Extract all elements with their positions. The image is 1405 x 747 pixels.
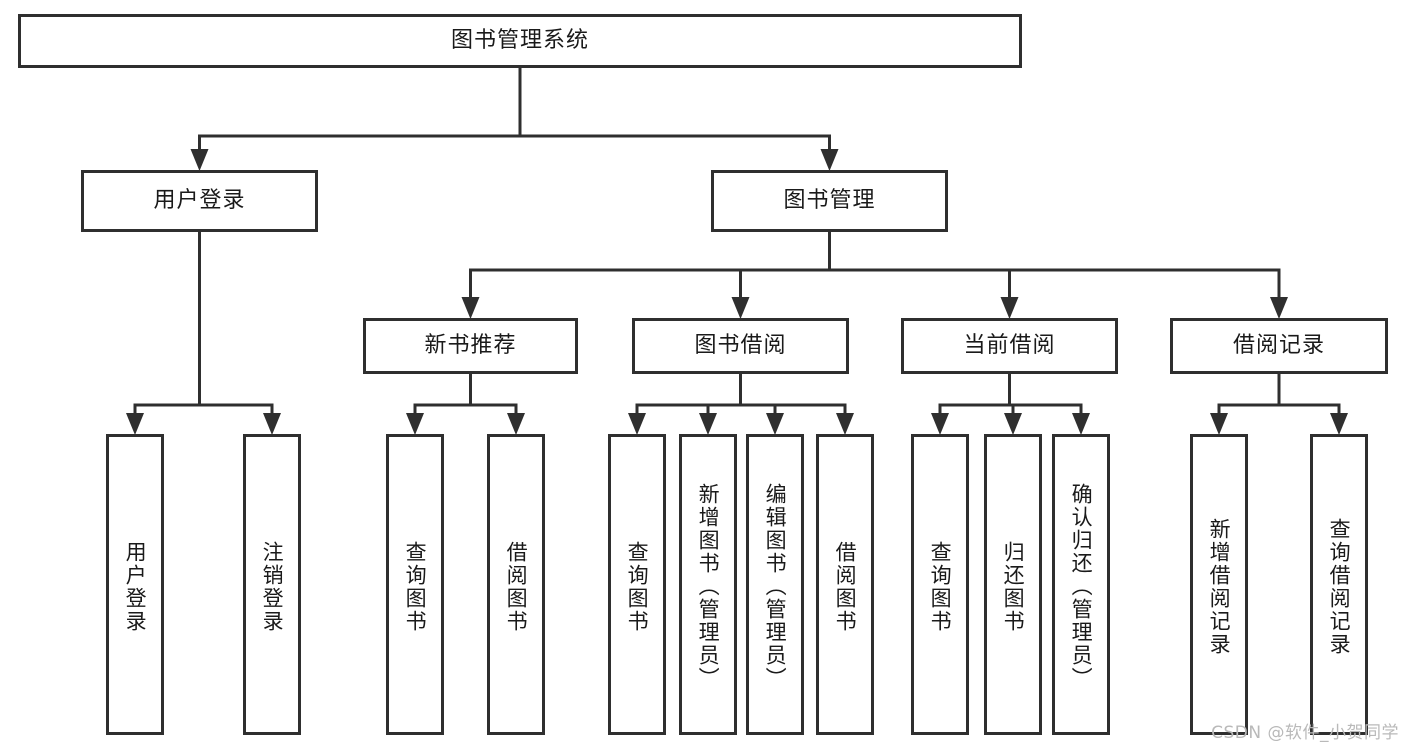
node-box-leaf-confirm-return[interactable]: [1052, 434, 1110, 735]
arrow-head-icon: [1330, 413, 1348, 435]
node-box-leaf-query-book-3[interactable]: [911, 434, 969, 735]
node-box-book-borrow[interactable]: [632, 318, 849, 374]
node-box-leaf-user-login[interactable]: [106, 434, 164, 735]
node-box-leaf-borrow-book-1[interactable]: [487, 434, 545, 735]
node-box-root[interactable]: [18, 14, 1022, 68]
node-box-leaf-add-book[interactable]: [679, 434, 737, 735]
boxes-layer: [18, 14, 1388, 735]
node-box-leaf-query-record[interactable]: [1310, 434, 1368, 735]
node-box-book-manage[interactable]: [711, 170, 948, 232]
arrow-head-icon: [699, 413, 717, 435]
arrow-head-icon: [731, 297, 750, 319]
node-box-user-login[interactable]: [81, 170, 318, 232]
arrow-head-icon: [190, 149, 209, 171]
watermark-text: CSDN @软件_小贺同学: [1211, 723, 1399, 743]
arrow-head-icon: [126, 413, 144, 435]
node-box-leaf-add-record[interactable]: [1190, 434, 1248, 735]
arrow-head-icon: [1210, 413, 1228, 435]
arrow-head-icon: [1270, 297, 1288, 319]
node-box-leaf-query-book-1[interactable]: [386, 434, 444, 735]
node-box-leaf-user-logout[interactable]: [243, 434, 301, 735]
node-box-borrow-record[interactable]: [1170, 318, 1388, 374]
arrow-head-icon: [1072, 413, 1090, 435]
node-box-leaf-edit-book[interactable]: [746, 434, 804, 735]
arrow-head-icon: [1000, 297, 1019, 319]
arrow-head-icon: [507, 413, 525, 435]
arrow-head-icon: [628, 413, 646, 435]
node-box-leaf-return-book[interactable]: [984, 434, 1042, 735]
node-box-leaf-query-book-2[interactable]: [608, 434, 666, 735]
arrow-head-icon: [836, 413, 854, 435]
arrow-head-icon: [461, 297, 480, 319]
node-box-leaf-borrow-book-2[interactable]: [816, 434, 874, 735]
arrow-head-icon: [263, 413, 281, 435]
arrow-head-icon: [1004, 413, 1022, 435]
edges-layer: [126, 66, 1348, 435]
arrow-head-icon: [820, 149, 839, 171]
arrow-head-icon: [931, 413, 949, 435]
arrow-head-icon: [766, 413, 784, 435]
node-box-current-borrow[interactable]: [901, 318, 1118, 374]
arrow-head-icon: [406, 413, 424, 435]
node-box-new-book-rec[interactable]: [363, 318, 578, 374]
